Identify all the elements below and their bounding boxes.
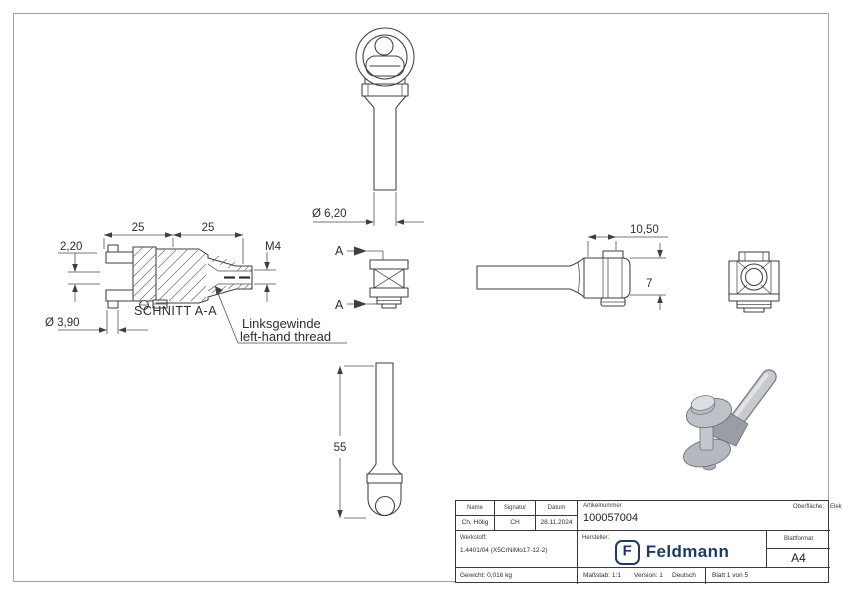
eye-collar	[366, 473, 403, 484]
head-inner	[362, 34, 408, 80]
section-marker-top: A	[335, 244, 344, 258]
dim-head-length: 10,50	[630, 224, 659, 236]
dim-length-left: 25	[132, 222, 145, 234]
side-head	[583, 257, 631, 299]
iso-pin-head	[690, 395, 716, 411]
fork-tab-top	[107, 244, 119, 253]
signature-header: Signatur	[495, 501, 536, 516]
format-label: Blattformat	[767, 531, 830, 549]
brand-name: Feldmann	[645, 542, 730, 562]
scale-cell: Maßstab: 1:1 Version: 1 Deutsch	[578, 568, 706, 584]
page-frame	[13, 13, 829, 582]
manufacturer-label: Hersteller:	[582, 535, 610, 541]
fork-prong-top	[105, 251, 137, 264]
dim-head-height: 7	[646, 278, 652, 290]
language-value: Deutsch	[672, 572, 696, 579]
collar	[361, 83, 409, 97]
signature-value: CH	[495, 516, 536, 531]
version-value: Version: 1	[634, 572, 663, 579]
end-nub	[743, 307, 765, 313]
date-value: 28.11.2024	[536, 516, 578, 531]
eye-head	[367, 482, 402, 517]
bottom-view: 55	[334, 362, 403, 519]
hatch-lines	[132, 246, 253, 302]
end-body	[728, 260, 780, 295]
side-view: 10,50 7	[476, 224, 668, 310]
format-value: A4	[791, 550, 806, 565]
fork-prong-bottom	[105, 289, 137, 302]
title-block: Name Signatur Datum Ch. Hölig CH 28.11.2…	[455, 500, 842, 584]
dim-pin-diameter: Ø 3,90	[45, 317, 80, 329]
dim-slot-width: 2,20	[60, 241, 82, 253]
section-view: 25 25 2,20 M4 Ø 3,90	[45, 222, 347, 344]
dim-rod-length: 55	[334, 442, 347, 454]
sheet-cell: Blatt 1 von 5	[706, 568, 830, 584]
name-value: Ch. Hölig	[456, 516, 495, 531]
end-view	[728, 251, 780, 313]
screw-slot-body	[365, 55, 405, 77]
front-flange-top	[369, 259, 409, 270]
note-left-hand-thread: left-hand thread	[240, 329, 331, 344]
dim-thread: M4	[265, 241, 282, 253]
name-header: Name	[456, 501, 495, 516]
body-outline	[155, 248, 253, 304]
end-hole-outer	[740, 263, 768, 291]
dim-length-right: 25	[202, 222, 215, 234]
material-label: Werkstoff:	[460, 535, 487, 541]
surface-value: Elektropoliert	[830, 504, 842, 510]
end-flange	[728, 293, 780, 302]
fork-tab-bottom	[107, 300, 119, 309]
iso-view	[683, 369, 777, 471]
front-flange-bottom	[369, 287, 409, 298]
logo-initial: F	[622, 542, 632, 560]
section-label: SCHNITT A-A	[134, 304, 217, 318]
scale-value: Maßstab: 1:1	[583, 572, 621, 579]
manufacturer-cell: Hersteller: F Feldmann	[578, 531, 767, 568]
sheet-value: Blatt 1 von 5	[712, 572, 749, 579]
end-hole-inner	[744, 267, 764, 287]
format-cell: Blattformat A4	[767, 531, 830, 568]
surface-label: Oberfläche:	[793, 504, 825, 510]
end-tab	[738, 251, 770, 262]
article-label: Artikelnummer	[583, 503, 622, 509]
date-header: Datum	[536, 501, 578, 516]
eye-hole	[374, 495, 396, 517]
feldmann-logo-icon: F	[614, 540, 640, 565]
article-number: 100057004	[583, 512, 639, 524]
article-cell: Artikelnummer 100057004 Oberfläche: Elek…	[578, 501, 842, 531]
side-pin-tab	[602, 250, 624, 259]
weight-cell: Gewicht: 0,016 kg	[456, 568, 578, 584]
weight-value: Gewicht: 0,016 kg	[460, 572, 513, 579]
top-view: Ø 6,20	[312, 27, 424, 226]
section-marker-view: A A	[335, 244, 409, 312]
material-cell: Werkstoff: 1.4401/04 (X5CrNiMo17-12-2)	[456, 531, 578, 568]
head-outer	[355, 27, 415, 87]
front-nub	[381, 303, 397, 309]
brand-logo: F Feldmann	[578, 531, 766, 567]
pin-hole	[374, 36, 394, 56]
material-value: 1.4401/04 (X5CrNiMo17-12-2)	[460, 547, 548, 554]
section-marker-bottom: A	[335, 298, 344, 312]
note-linksgewinde: Linksgewinde	[242, 316, 321, 331]
dim-rod-diameter: Ø 6,20	[312, 208, 347, 220]
